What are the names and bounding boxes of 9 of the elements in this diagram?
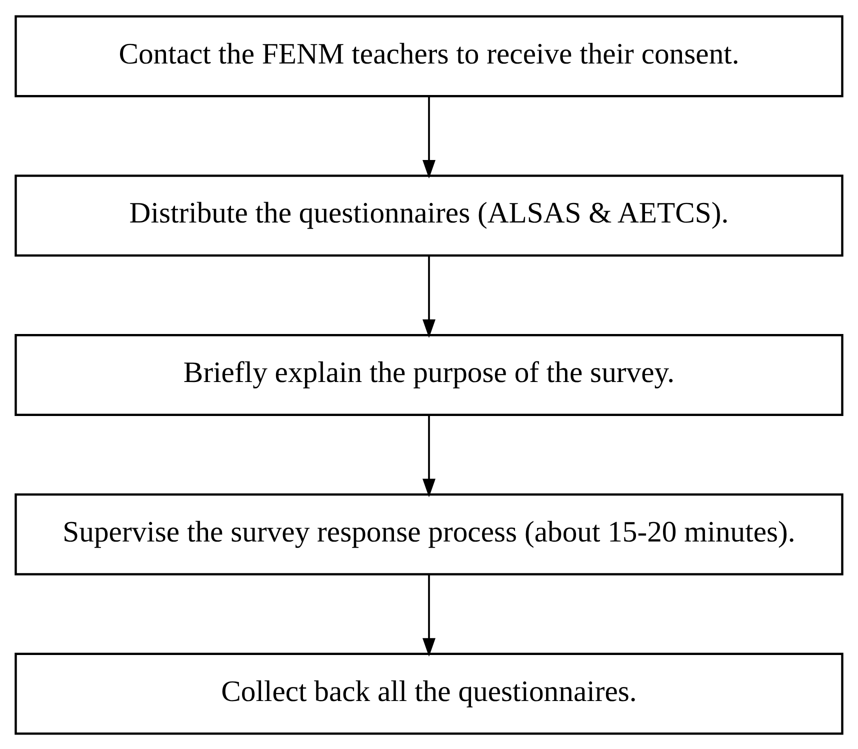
node-box: Collect back all the questionnaires. — [14, 652, 844, 734]
arrow — [422, 255, 436, 338]
node-box: Supervise the survey response process (about 15-20 minutes). — [14, 492, 844, 575]
node-box: Briefly explain the purpose of the survey. — [14, 334, 844, 416]
arrow — [422, 574, 436, 656]
arrow — [422, 96, 436, 178]
arrow — [422, 414, 436, 497]
node-box: Distribute the questionnaires (ALSAS & AETCS). — [14, 174, 844, 256]
node-box: Contact the FENM teachers to receive their consent. — [14, 14, 844, 97]
